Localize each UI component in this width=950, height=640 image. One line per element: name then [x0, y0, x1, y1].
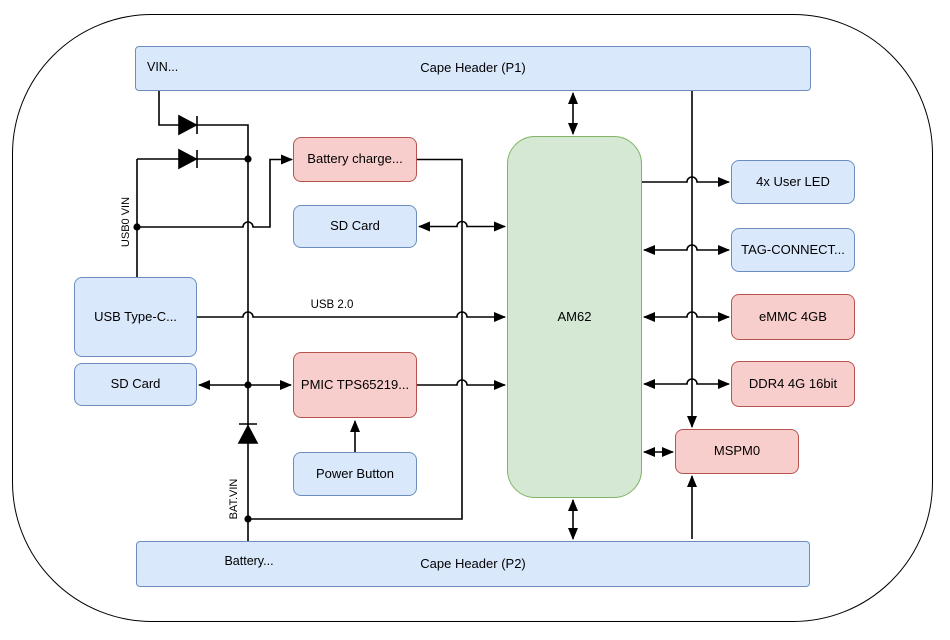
wire-p1-vin-drop: [158, 91, 249, 159]
node-battery-charger: Battery charge...: [293, 137, 417, 182]
node-am62: AM62: [507, 136, 642, 498]
node-ddr4: DDR4 4G 16bit: [731, 361, 855, 407]
wire-am62-emmc: [643, 311, 730, 322]
battery-charger-label: Battery charge...: [307, 151, 403, 167]
junction-dot: [244, 381, 252, 389]
diode-icon-batvin: [237, 423, 259, 444]
sd-card-left-label: SD Card: [110, 376, 161, 392]
junction-dot: [133, 223, 141, 231]
emmc-label: eMMC 4GB: [759, 308, 827, 324]
node-user-led: 4x User LED: [731, 160, 855, 204]
vin-label: VIN...: [147, 60, 179, 74]
batvin-wire-label: BAT.VIN: [228, 478, 240, 520]
battery-label: Battery...: [224, 554, 274, 568]
diode-icon-usb0vin: [178, 148, 198, 170]
node-pmic: PMIC TPS65219...: [293, 352, 417, 418]
node-sd-card-left: SD Card: [74, 363, 197, 406]
node-cape-header-p1: Cape Header (P1) VIN...: [135, 46, 811, 91]
wire-am62-tagconnect: [643, 244, 730, 255]
wire-am62-ddr4: [643, 378, 730, 389]
mspm0-label: MSPM0: [713, 443, 761, 459]
node-emmc: eMMC 4GB: [731, 294, 855, 340]
tag-connect-label: TAG-CONNECT...: [741, 241, 845, 257]
usb-type-c-label: USB Type-C...: [94, 308, 177, 324]
wire-usb0vin-to-battery-charger: [137, 154, 293, 228]
usb2-wire-label: USB 2.0: [310, 299, 354, 311]
am62-label: AM62: [557, 308, 592, 324]
board-outline: [12, 14, 933, 622]
user-led-label: 4x User LED: [756, 173, 830, 189]
power-button-label: Power Button: [315, 465, 395, 481]
usb0vin-wire-label: USB0 VIN: [120, 196, 132, 248]
diode-icon-vin: [178, 114, 198, 136]
node-usb-type-c: USB Type-C...: [74, 277, 197, 357]
wire-battery-charger-to-batvin: [248, 158, 463, 520]
node-tag-connect: TAG-CONNECT...: [731, 228, 855, 272]
junction-dot: [244, 515, 252, 523]
wire-usb2-to-am62: [197, 311, 506, 322]
node-mspm0: MSPM0: [675, 429, 799, 474]
junction-dot: [244, 155, 252, 163]
junction-dots: [133, 155, 252, 523]
node-power-button: Power Button: [293, 452, 417, 496]
cape-header-p1-label: Cape Header (P1): [420, 60, 526, 76]
wire-am62-userled: [642, 176, 730, 187]
sd-card-top-label: SD Card: [330, 218, 380, 234]
node-sd-card-top: SD Card: [293, 205, 417, 248]
cape-header-p2-label: Cape Header (P2): [420, 555, 526, 571]
ddr4-label: DDR4 4G 16bit: [748, 375, 838, 391]
wire-pmic-to-am62: [417, 379, 506, 390]
pmic-label: PMIC TPS65219...: [300, 376, 410, 392]
wire-sdcardtop-am62: [418, 220, 506, 232]
node-cape-header-p2: Cape Header (P2) Battery...: [136, 541, 810, 587]
